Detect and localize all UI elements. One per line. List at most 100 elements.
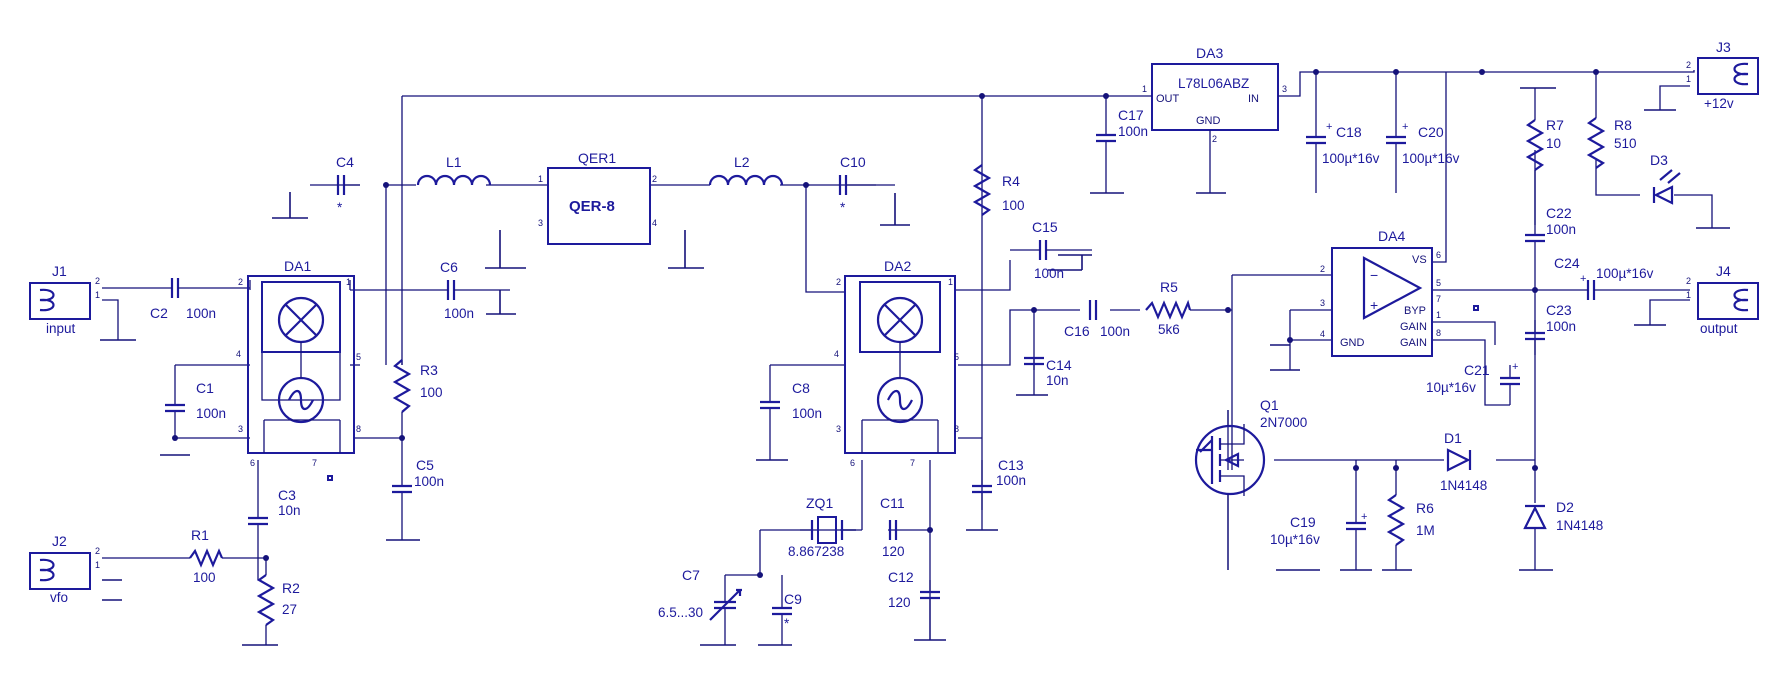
C5-ref: C5 [416,457,434,473]
capacitor-C17[interactable]: C17 100n [1096,107,1148,193]
C11-ref: C11 [880,495,905,511]
C23-value: 100n [1546,319,1576,334]
D1-value: 1N4148 [1440,478,1487,493]
resistor-R1[interactable]: R1 100 [189,527,224,585]
DA4-ref: DA4 [1378,228,1405,244]
J3-label: +12v [1704,96,1734,111]
led-D3[interactable]: D3 [1650,152,1681,205]
C1-value: 100n [196,406,226,421]
capacitor-C4[interactable]: C4 * [310,154,360,215]
capacitor-C21[interactable]: + C21 10µ*16v [1426,361,1520,405]
capacitor-C5[interactable]: C5 100n [392,457,444,540]
DA3-pin-gnd: GND [1196,115,1221,127]
svg-text:6: 6 [250,458,255,468]
capacitor-C3[interactable]: C3 10n [248,487,301,555]
C12-ref: C12 [888,569,914,585]
DA4-pin-byp: BYP [1404,305,1426,317]
C2-ref: C2 [150,305,168,321]
svg-text:+: + [1361,511,1367,523]
svg-text:2: 2 [1686,60,1691,70]
capacitor-C11[interactable]: C11 120 [880,495,905,559]
R3-value: 100 [420,385,443,400]
capacitor-C8[interactable]: C8 100n [760,380,822,460]
capacitor-C10[interactable]: C10 * [806,154,895,215]
connector-J2[interactable]: J2 vfo 21 [29,533,100,605]
capacitor-C7[interactable]: C7 6.5...30 [658,567,742,645]
DA2-ref: DA2 [884,258,911,274]
diode-D1[interactable]: D1 1N4148 [1440,430,1487,493]
C17-ref: C17 [1118,107,1144,123]
C24-value: 100µ*16v [1596,266,1654,281]
svg-text:−: − [1370,267,1378,283]
svg-text:3: 3 [538,218,543,228]
ZQ1-value: 8.867238 [788,544,844,559]
connector-J4[interactable]: J4 output 21 [1686,263,1759,336]
C19-ref: C19 [1290,514,1316,530]
capacitor-C22[interactable]: C22 100n [1525,205,1576,258]
R7-value: 10 [1546,136,1561,151]
transistor-Q1[interactable]: Q1 2N7000 [1194,397,1307,570]
svg-text:3: 3 [238,424,243,434]
C23-ref: C23 [1546,302,1572,318]
svg-text:2: 2 [238,277,243,287]
C6-value: 100n [444,306,474,321]
J2-label: vfo [50,590,68,605]
R4-value: 100 [1002,198,1025,213]
svg-text:8: 8 [356,424,361,434]
C20-ref: C20 [1418,124,1444,140]
D2-value: 1N4148 [1556,518,1603,533]
resistor-R6[interactable]: R6 1M [1386,490,1435,570]
capacitor-C16[interactable]: C16 100n [1064,300,1130,339]
crystal-ZQ1[interactable]: ZQ1 8.867238 [760,495,856,559]
capacitor-C24[interactable]: + C24 100µ*16v [1554,255,1654,300]
inductor-L2[interactable]: L2 [708,154,784,186]
C13-ref: C13 [998,457,1024,473]
R5-value: 5k6 [1158,322,1180,337]
C18-ref: C18 [1336,124,1362,140]
svg-text:+: + [1580,273,1586,285]
capacitor-C13[interactable]: C13 100n [972,457,1026,530]
inductor-L1[interactable]: L1 [416,154,492,186]
C11-value: 120 [882,544,905,559]
resistor-R7[interactable]: R7 10 [1525,88,1564,225]
svg-text:7: 7 [1436,294,1441,304]
capacitor-C18[interactable]: + C18 100µ*16v [1306,72,1380,193]
capacitor-C9[interactable]: C9 * [772,575,802,645]
resistor-R3[interactable]: R3 100 [392,359,443,438]
R5-ref: R5 [1160,279,1178,295]
capacitor-C12[interactable]: C12 120 [888,569,940,640]
capacitor-C19[interactable]: + C19 10µ*16v [1270,490,1367,570]
svg-text:5: 5 [1436,278,1441,288]
C4-ref: C4 [336,154,354,170]
svg-text:4: 4 [834,349,839,359]
R7-ref: R7 [1546,117,1564,133]
J1-label: input [46,321,76,336]
svg-text:1: 1 [538,174,543,184]
R2-ref: R2 [282,580,300,596]
resistor-R5[interactable]: R5 5k6 [1145,279,1192,337]
capacitor-C14[interactable]: C14 10n [1024,356,1072,395]
capacitor-C20[interactable]: + C20 100µ*16v [1386,72,1460,193]
DA4-pin-gain2: GAIN [1400,337,1427,349]
resistor-R8[interactable]: R8 510 [1586,90,1637,169]
connector-J1[interactable]: J1 input 21 [29,263,100,336]
resistor-R4[interactable]: R4 100 [972,164,1025,216]
D3-ref: D3 [1650,152,1668,168]
capacitor-C6[interactable]: C6 100n [436,259,474,321]
capacitor-C23[interactable]: C23 100n [1525,302,1576,355]
svg-text:1: 1 [1436,310,1441,320]
diode-D2[interactable]: D2 1N4148 [1523,465,1603,570]
DA3-pin-out: OUT [1156,93,1180,105]
resistor-R2[interactable]: R2 27 [256,558,300,645]
connector-J3[interactable]: J3 +12v 21 [1686,39,1759,111]
capacitor-C15[interactable]: C15 100n [1010,219,1092,281]
capacitor-C2[interactable]: C2 100n [150,278,216,321]
capacitor-C1[interactable]: C1 100n [165,380,226,438]
svg-text:4: 4 [1320,329,1325,339]
amplifier-DA4[interactable]: DA4 − + VS BYP GAIN GAIN GND 23 46 57 18 [1320,228,1479,357]
